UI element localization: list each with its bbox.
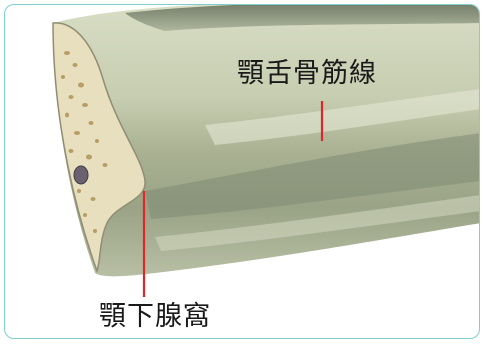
mandible-cross-section-illustration xyxy=(5,5,480,339)
submandibular-fossa-label: 顎下腺窩 xyxy=(99,303,211,330)
figure-frame: 顎舌骨筋線 顎下腺窩 xyxy=(4,4,480,339)
mandibular-canal xyxy=(74,166,88,184)
mylohyoid-line-label: 顎舌骨筋線 xyxy=(237,60,377,87)
